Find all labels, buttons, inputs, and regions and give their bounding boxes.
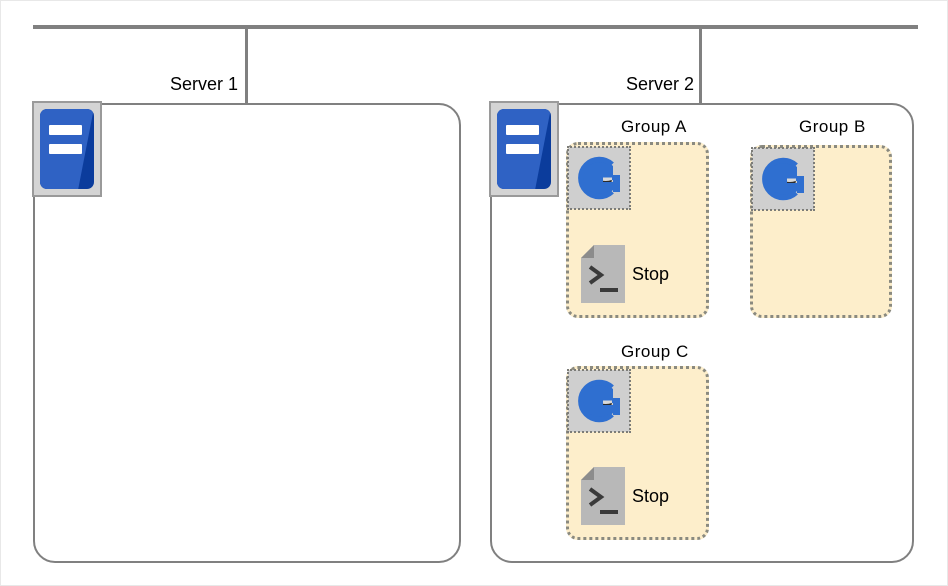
group-c-cluster-icon[interactable] (567, 369, 631, 433)
server-chassis (40, 109, 94, 189)
group-a-label: Group A (621, 117, 687, 136)
bus-drop-server-1 (245, 25, 248, 104)
server-2-label: Server 2 (625, 74, 694, 94)
group-a-cluster-icon[interactable] (567, 146, 631, 210)
server-2-icon[interactable] (489, 101, 559, 197)
group-c-label: Group C (621, 342, 689, 361)
group-a-script-item[interactable]: Stop (581, 245, 669, 303)
server-bay-bar-2 (506, 144, 539, 154)
script-icon (581, 245, 625, 303)
server-1-icon[interactable] (32, 101, 102, 197)
server-chassis (497, 109, 551, 189)
server-bay-bar-1 (49, 125, 82, 135)
script-icon (581, 467, 625, 525)
script-item-label: Stop (632, 486, 670, 506)
group-b-cluster-icon[interactable] (751, 147, 815, 211)
bus-horizontal-line (33, 25, 918, 29)
server-1-label: Server 1 (169, 74, 238, 94)
server-bay-bar-1 (506, 125, 539, 135)
server-1-panel[interactable] (33, 103, 461, 563)
group-c-script-item[interactable]: Stop (581, 467, 669, 525)
group-b-label: Group B (799, 117, 866, 136)
script-item-label: Stop (632, 264, 670, 284)
server-bay-bar-2 (49, 144, 82, 154)
bus-drop-server-2 (699, 25, 702, 104)
